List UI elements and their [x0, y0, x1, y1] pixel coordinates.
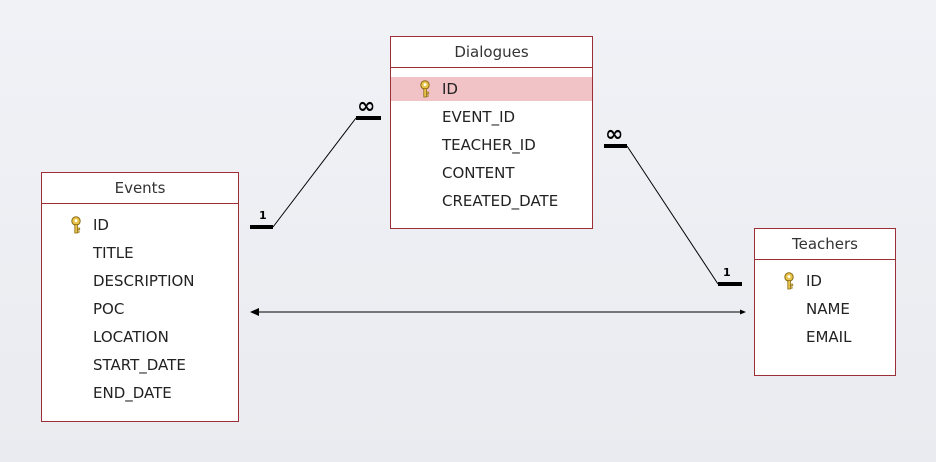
field-name: TEACHER_ID: [442, 136, 536, 154]
events-table[interactable]: Events ID TITLE DESCRIPTION POC LOCATION…: [41, 172, 239, 422]
field-name: START_DATE: [93, 356, 186, 374]
events-field-id[interactable]: ID: [42, 213, 238, 237]
dialogues-field-created-date[interactable]: CREATED_DATE: [391, 189, 592, 213]
events-field-end-date[interactable]: END_DATE: [42, 381, 238, 405]
events-field-location[interactable]: LOCATION: [42, 325, 238, 349]
primary-key-icon: [71, 216, 81, 234]
events-field-start-date[interactable]: START_DATE: [42, 353, 238, 377]
dialogues-many-label-left: ∞: [357, 94, 376, 119]
dialogues-field-teacher-id[interactable]: TEACHER_ID: [391, 133, 592, 157]
dialogues-field-id[interactable]: ID: [391, 77, 592, 101]
dialogues-table-title[interactable]: Dialogues: [391, 37, 592, 68]
field-name: ID: [93, 216, 109, 234]
dialogues-teachers-line[interactable]: [626, 145, 719, 285]
field-name: CREATED_DATE: [442, 192, 559, 210]
field-name: POC: [93, 300, 125, 318]
dialogues-field-event-id[interactable]: EVENT_ID: [391, 105, 592, 129]
events-arrowhead: [250, 308, 259, 316]
teachers-table-title[interactable]: Teachers: [755, 229, 895, 260]
dialogues-table[interactable]: Dialogues ID EVENT_ID TEACHER_ID CONTENT…: [390, 36, 593, 229]
teachers-field-email[interactable]: EMAIL: [755, 325, 895, 349]
field-name: ID: [806, 272, 822, 290]
field-name: LOCATION: [93, 328, 169, 346]
teachers-field-id[interactable]: ID: [755, 269, 895, 293]
teachers-field-name[interactable]: NAME: [755, 297, 895, 321]
events-one-label: 1: [259, 209, 267, 222]
field-name: EVENT_ID: [442, 108, 516, 126]
events-field-title[interactable]: TITLE: [42, 241, 238, 265]
dialogues-many-label-right: ∞: [605, 122, 624, 147]
field-name: END_DATE: [93, 384, 172, 402]
events-dialogues-line[interactable]: [272, 117, 357, 228]
events-table-title[interactable]: Events: [42, 173, 238, 204]
primary-key-icon: [784, 272, 794, 290]
teachers-arrowhead: [740, 309, 746, 315]
field-name: ID: [442, 80, 458, 98]
dialogues-field-content[interactable]: CONTENT: [391, 161, 592, 185]
field-name: CONTENT: [442, 164, 515, 182]
field-name: EMAIL: [806, 328, 852, 346]
events-field-poc[interactable]: POC: [42, 297, 238, 321]
primary-key-icon: [420, 80, 430, 98]
field-name: DESCRIPTION: [93, 272, 195, 290]
teachers-table[interactable]: Teachers ID NAME EMAIL: [754, 228, 896, 376]
field-name: TITLE: [93, 244, 134, 262]
events-field-description[interactable]: DESCRIPTION: [42, 269, 238, 293]
field-name: NAME: [806, 300, 850, 318]
teachers-one-label: 1: [723, 266, 731, 279]
